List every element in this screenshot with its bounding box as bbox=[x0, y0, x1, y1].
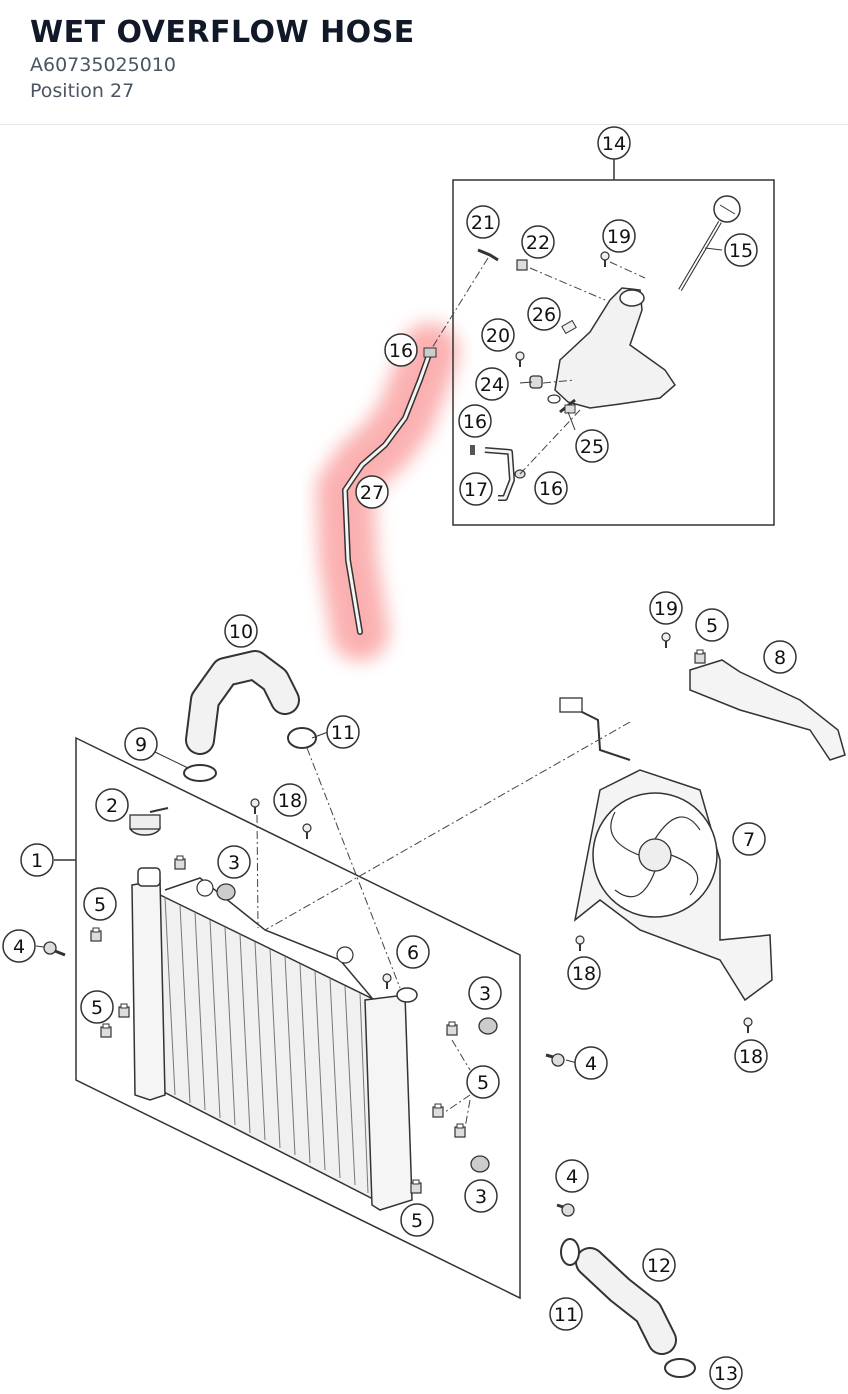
svg-text:26: 26 bbox=[532, 304, 556, 326]
callout-13[interactable]: 13 bbox=[709, 1356, 743, 1390]
svg-text:17: 17 bbox=[464, 479, 488, 501]
part-position: Position 27 bbox=[30, 80, 135, 102]
radiator-assembly bbox=[43, 736, 575, 1300]
callout-10[interactable]: 10 bbox=[224, 614, 258, 648]
callout-25[interactable]: 25 bbox=[575, 429, 609, 463]
callout-12[interactable]: 12 bbox=[642, 1248, 676, 1282]
svg-text:16: 16 bbox=[539, 478, 563, 500]
svg-text:8: 8 bbox=[774, 647, 786, 669]
callout-labels: 14 21 22 19 15 26 20 16 24 16 25 27 17 1… bbox=[2, 126, 797, 1390]
svg-text:5: 5 bbox=[411, 1210, 423, 1232]
svg-text:3: 3 bbox=[475, 1186, 487, 1208]
svg-text:19: 19 bbox=[607, 226, 631, 248]
callout-11-low[interactable]: 11 bbox=[549, 1297, 583, 1331]
svg-text:18: 18 bbox=[739, 1046, 763, 1068]
callout-18-right[interactable]: 18 bbox=[734, 1039, 768, 1073]
svg-text:15: 15 bbox=[729, 240, 753, 262]
svg-text:19: 19 bbox=[654, 598, 678, 620]
svg-text:1: 1 bbox=[31, 850, 43, 872]
svg-text:13: 13 bbox=[714, 1363, 738, 1385]
callout-4-mid[interactable]: 4 bbox=[574, 1046, 608, 1080]
svg-text:4: 4 bbox=[13, 936, 25, 958]
svg-text:4: 4 bbox=[566, 1166, 578, 1188]
svg-text:14: 14 bbox=[602, 133, 626, 155]
svg-text:4: 4 bbox=[585, 1053, 597, 1075]
svg-text:25: 25 bbox=[580, 436, 604, 458]
exploded-parts-diagram: 14 21 22 19 15 26 20 16 24 16 25 27 17 1… bbox=[0, 126, 848, 1390]
callout-5-mid[interactable]: 5 bbox=[466, 1065, 500, 1099]
svg-text:6: 6 bbox=[407, 942, 419, 964]
callout-22[interactable]: 22 bbox=[521, 225, 555, 259]
callout-15[interactable]: 15 bbox=[724, 233, 758, 267]
callout-1[interactable]: 1 bbox=[20, 843, 54, 877]
callout-9[interactable]: 9 bbox=[124, 727, 158, 761]
callout-2[interactable]: 2 bbox=[95, 788, 129, 822]
svg-text:3: 3 bbox=[479, 983, 491, 1005]
callout-7[interactable]: 7 bbox=[732, 822, 766, 856]
part-number: A60735025010 bbox=[30, 54, 176, 76]
hose-clamp-icon bbox=[423, 347, 437, 358]
svg-text:12: 12 bbox=[647, 1255, 671, 1277]
svg-text:16: 16 bbox=[389, 340, 413, 362]
callout-3-top[interactable]: 3 bbox=[217, 845, 251, 879]
svg-text:22: 22 bbox=[526, 232, 550, 254]
callout-20[interactable]: 20 bbox=[481, 318, 515, 352]
callout-14[interactable]: 14 bbox=[597, 126, 631, 160]
highlighted-part-27[interactable] bbox=[316, 323, 459, 661]
callout-24[interactable]: 24 bbox=[475, 367, 509, 401]
svg-text:11: 11 bbox=[331, 722, 355, 744]
svg-text:9: 9 bbox=[135, 734, 147, 756]
callout-18-mid[interactable]: 18 bbox=[567, 956, 601, 990]
svg-text:24: 24 bbox=[480, 374, 504, 396]
svg-text:20: 20 bbox=[486, 325, 510, 347]
svg-text:27: 27 bbox=[360, 482, 384, 504]
upper-radiator-hose bbox=[183, 650, 317, 782]
callout-19[interactable]: 19 bbox=[602, 219, 636, 253]
lower-radiator-hose bbox=[560, 1238, 696, 1378]
callout-3-mid[interactable]: 3 bbox=[468, 976, 502, 1010]
callout-26[interactable]: 26 bbox=[527, 297, 561, 331]
svg-text:5: 5 bbox=[94, 894, 106, 916]
callout-11-top[interactable]: 11 bbox=[326, 715, 360, 749]
svg-text:5: 5 bbox=[706, 615, 718, 637]
svg-text:21: 21 bbox=[471, 212, 495, 234]
callout-21[interactable]: 21 bbox=[466, 205, 500, 239]
svg-text:16: 16 bbox=[463, 411, 487, 433]
expansion-tank-assembly bbox=[431, 158, 775, 526]
svg-text:10: 10 bbox=[229, 621, 253, 643]
callout-5-left[interactable]: 5 bbox=[83, 887, 117, 921]
callout-19-right[interactable]: 19 bbox=[649, 591, 683, 625]
callout-5-low[interactable]: 5 bbox=[400, 1203, 434, 1237]
part-title: WET OVERFLOW HOSE bbox=[30, 15, 415, 50]
part-header: WET OVERFLOW HOSE A60735025010 Position … bbox=[0, 0, 848, 125]
callout-17[interactable]: 17 bbox=[459, 472, 493, 506]
callout-4-low[interactable]: 4 bbox=[555, 1159, 589, 1193]
svg-text:11: 11 bbox=[554, 1304, 578, 1326]
callout-8[interactable]: 8 bbox=[763, 640, 797, 674]
callout-4-left[interactable]: 4 bbox=[2, 929, 36, 963]
radiator-fan bbox=[559, 697, 773, 1034]
svg-text:3: 3 bbox=[228, 852, 240, 874]
svg-text:5: 5 bbox=[477, 1072, 489, 1094]
callout-18-top[interactable]: 18 bbox=[273, 783, 307, 817]
svg-text:18: 18 bbox=[278, 790, 302, 812]
svg-text:7: 7 bbox=[743, 829, 755, 851]
svg-text:2: 2 bbox=[106, 795, 118, 817]
svg-text:18: 18 bbox=[572, 963, 596, 985]
fan-shroud-bracket bbox=[661, 632, 846, 761]
diagram-svg: 14 21 22 19 15 26 20 16 24 16 25 27 17 1… bbox=[2, 126, 846, 1390]
callout-16-low[interactable]: 16 bbox=[534, 471, 568, 505]
callout-3-low[interactable]: 3 bbox=[464, 1179, 498, 1213]
callout-6[interactable]: 6 bbox=[396, 935, 430, 969]
callout-5-left-low[interactable]: 5 bbox=[80, 990, 114, 1024]
svg-text:5: 5 bbox=[91, 997, 103, 1019]
callout-16-top[interactable]: 16 bbox=[384, 333, 418, 367]
callout-5-right[interactable]: 5 bbox=[695, 608, 729, 642]
callout-16-mid[interactable]: 16 bbox=[458, 404, 492, 438]
callout-27[interactable]: 27 bbox=[355, 475, 389, 509]
